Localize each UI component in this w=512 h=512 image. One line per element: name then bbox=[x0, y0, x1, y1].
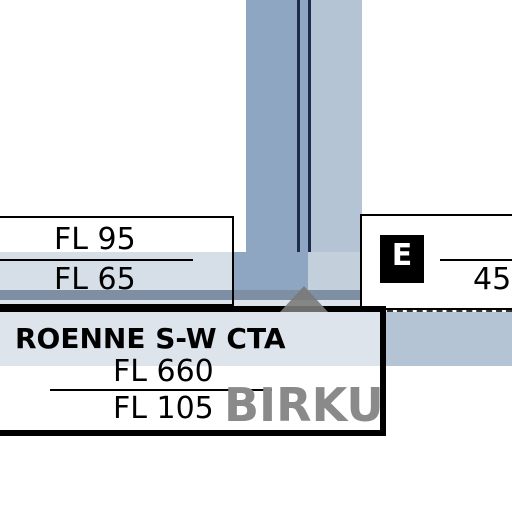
airspace-box-left-fill bbox=[0, 218, 232, 252]
cta-limit-divider bbox=[50, 389, 272, 391]
airspace-box-left bbox=[0, 216, 234, 306]
airway-left-strip bbox=[246, 0, 300, 300]
cta-lower-limit: FL 105 bbox=[113, 391, 214, 426]
cta-name: ROENNE S-W CTA bbox=[15, 322, 286, 355]
cta-upper-limit: FL 660 bbox=[113, 354, 214, 389]
lower-band bbox=[380, 312, 512, 366]
limit-divider-right bbox=[440, 259, 512, 261]
airway-centerline-gap bbox=[300, 0, 308, 300]
upper-limit-left: FL 95 bbox=[54, 222, 136, 257]
lower-limit-left: FL 65 bbox=[54, 262, 136, 297]
limit-divider-left bbox=[0, 259, 193, 261]
airspace-class-label: E bbox=[391, 238, 413, 273]
cta-box-lower-fill bbox=[0, 366, 380, 430]
fir-watermark: BIRKU bbox=[224, 378, 384, 432]
cta-label-box bbox=[0, 306, 386, 436]
lower-limit-right: 45 bbox=[473, 262, 512, 297]
class-e-badge bbox=[380, 235, 424, 283]
airway-right-strip bbox=[308, 0, 362, 300]
reporting-point-triangle bbox=[280, 286, 328, 312]
band-shadow bbox=[0, 290, 512, 300]
